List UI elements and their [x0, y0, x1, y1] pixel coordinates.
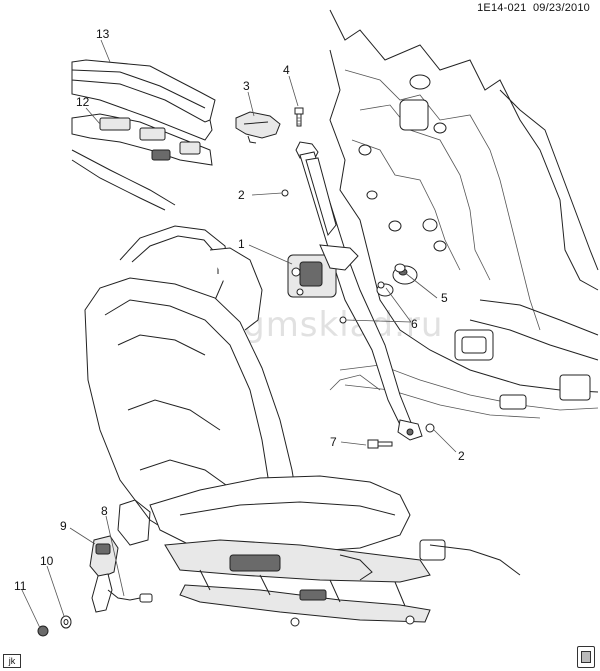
seat-adjuster-track	[164, 539, 521, 627]
callout-13: 13	[96, 27, 110, 41]
diagram-header: 1E14-021 09/23/2010	[477, 2, 590, 14]
fastener-set	[281, 189, 435, 449]
seat-belt-buckle-assembly	[37, 535, 153, 637]
callout-labels: 13 12 3 4 2 1 5 6 7 2 8 9 10 11	[14, 27, 465, 593]
callout-6: 6	[411, 317, 418, 331]
doc-id: 1E14-021	[477, 2, 527, 14]
callout-10: 10	[40, 554, 54, 568]
upper-guide-cover	[235, 111, 281, 144]
lower-anchor-bolt	[367, 439, 393, 449]
callout-11: 11	[14, 579, 27, 593]
callout-2-upper: 2	[238, 188, 245, 202]
illustrator-tag: jk	[3, 654, 21, 668]
callout-9: 9	[60, 519, 67, 533]
callout-2-lower: 2	[458, 449, 465, 463]
callout-7: 7	[330, 435, 337, 449]
manual-book-icon	[577, 646, 595, 668]
callout-3: 3	[243, 79, 250, 93]
upper-anchor-bolt	[294, 107, 304, 127]
front-seat	[84, 225, 521, 627]
callout-12: 12	[76, 95, 90, 109]
callout-1: 1	[238, 237, 245, 251]
callout-4: 4	[283, 63, 290, 77]
body-pillar-structure	[329, 9, 599, 419]
doc-date: 09/23/2010	[532, 2, 590, 14]
seat-belt-retractor-assembly	[287, 141, 423, 441]
leader-lines	[21, 39, 457, 629]
callout-8: 8	[101, 504, 108, 518]
console-armrest	[71, 59, 216, 211]
callout-5: 5	[441, 291, 448, 305]
